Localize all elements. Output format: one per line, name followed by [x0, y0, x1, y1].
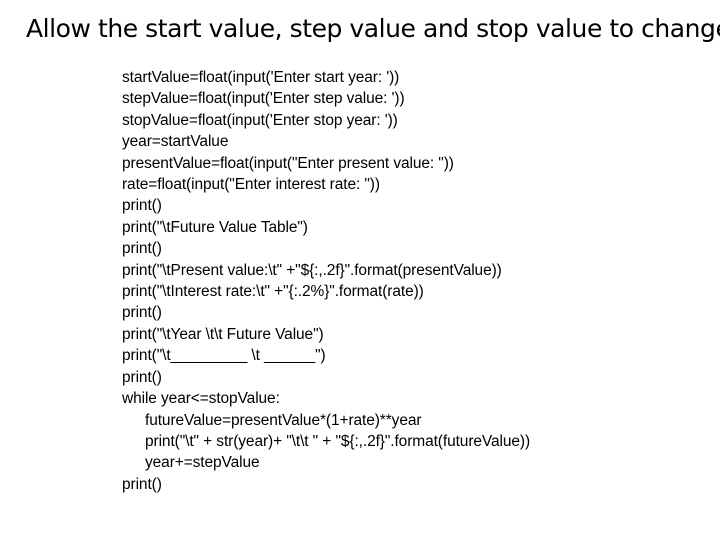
page-title: Allow the start value, step value and st… [26, 14, 720, 43]
code-line: print("\tYear \t\t Future Value") [122, 325, 324, 343]
code-line: startValue=float(input('Enter start year… [122, 69, 400, 86]
code-line: stopValue=float(input('Enter stop year: … [122, 111, 398, 129]
code-line: print("\tPresent value:\t" +"${:,.2f}".f… [122, 261, 502, 279]
code-line: print() [122, 475, 162, 493]
code-line: presentValue=float(input("Enter present … [122, 154, 454, 172]
code-line: stepValue=float(input('Enter step value:… [122, 90, 405, 108]
code-line: print("\t" + str(year)+ "\t\t " + "${:,.… [145, 432, 531, 450]
code-line: print() [122, 197, 162, 215]
code-line: print() [122, 240, 162, 258]
code-line: rate=float(input("Enter interest rate: "… [122, 176, 380, 194]
code-line: print() [122, 368, 162, 386]
code-line: print("\tFuture Value Table") [122, 218, 308, 236]
code-line: print() [122, 304, 162, 322]
code-line: while year<=stopValue: [122, 390, 280, 408]
code-line: print("\tInterest rate:\t" +"{:.2%}".for… [122, 283, 424, 301]
code-block: startValue=float(input('Enter start year… [122, 67, 708, 495]
code-line: print("\t_________ \t ______") [122, 347, 326, 365]
code-line: year=startValue [122, 133, 229, 151]
code-line: futureValue=presentValue*(1+rate)**year [145, 411, 422, 429]
code-line: year+=stepValue [145, 454, 260, 472]
